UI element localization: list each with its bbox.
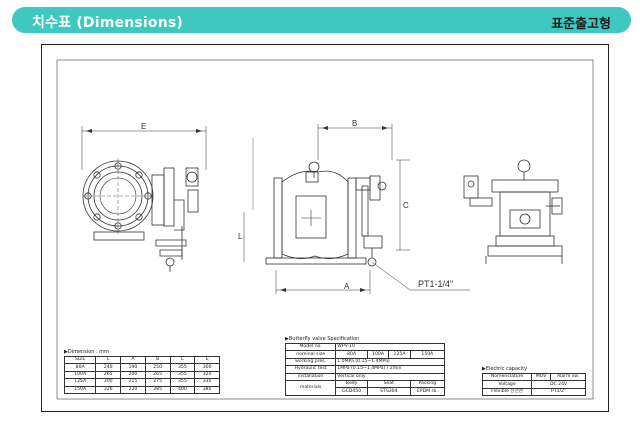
table-cell: 300 xyxy=(95,378,122,387)
electric-table-caption: ▶Electric capacity xyxy=(482,366,528,372)
table-cell: 150A xyxy=(63,385,97,394)
valve-front-view xyxy=(81,126,207,272)
table-header-cell: Alarm sw. xyxy=(550,372,586,382)
table-cell: GCD450 xyxy=(335,387,368,396)
table-cell: PT1/2" xyxy=(531,387,586,397)
table-cell: 100A xyxy=(63,370,97,380)
table-header-cell: B xyxy=(144,355,171,365)
table-cell: 380 xyxy=(194,385,220,394)
table-cell: 220 xyxy=(120,385,146,394)
table-cell: Seat xyxy=(366,379,411,389)
dim-label-c: C xyxy=(403,201,409,210)
table-cell: 240 xyxy=(95,363,122,372)
table-cell: Flexible 전선관 xyxy=(481,387,533,397)
table-cell: Vertical only xyxy=(335,372,445,381)
table-cell: Voltage xyxy=(481,380,533,389)
inner-border xyxy=(56,59,594,400)
table-cell: Packing xyxy=(409,379,446,389)
electric-table: Nomenclature MOV Alarm sw. Voltage DC 24… xyxy=(481,372,586,397)
table-cell: 300 xyxy=(194,363,220,372)
table-header-cell: Nomenclature xyxy=(481,372,533,382)
table-cell: Hydraulic test xyxy=(284,365,337,374)
table-cell: 100A xyxy=(366,350,390,359)
pt-thread-label: PT1-1/4" xyxy=(418,279,454,289)
dimension-table: SIZE L A B C E 80A 240 190 250 355 300 1… xyxy=(63,355,220,394)
spec-table: Model no. WPV-10 nominal size 80A 100A 1… xyxy=(284,342,446,396)
table-row: 150A 326 220 285 400 380 xyxy=(63,385,220,394)
table-cell: working pres. xyxy=(284,357,337,367)
table-cell: 265 xyxy=(144,370,171,380)
table-cell: materials xyxy=(284,379,337,396)
spec-table-caption: ▶Butterfly valve Specification xyxy=(285,336,360,342)
dim-label-b: B xyxy=(352,119,358,128)
table-row: 125A 300 215 275 355 330 xyxy=(63,378,220,387)
table-cell: WPV-10 xyxy=(335,342,445,352)
dim-label-a: A xyxy=(344,282,350,291)
table-row: Hydraulic test 1MPa (0.15~1.4MPa) / 2min xyxy=(284,365,445,374)
valve-rear-view xyxy=(463,159,563,264)
table-cell: 265 xyxy=(95,370,122,380)
table-cell: 80A xyxy=(63,363,97,372)
table-row: GCD450 STS304 EPDM rb. xyxy=(286,387,446,396)
table-row: 80A 240 190 250 355 300 xyxy=(63,363,220,372)
valve-side-view xyxy=(243,124,470,294)
table-header-cell: E xyxy=(194,355,220,365)
table-header-cell: C xyxy=(169,355,196,365)
table-cell: 125A xyxy=(63,378,97,387)
table-cell: nominal size xyxy=(284,350,337,359)
dim-label-l: L xyxy=(238,232,243,241)
table-row: nominal size 80A 100A 125A 150A xyxy=(284,350,446,359)
table-cell: 150A xyxy=(409,350,446,359)
dim-label-e: E xyxy=(141,122,147,131)
table-cell: 326 xyxy=(95,385,122,394)
table-header-row: Nomenclature MOV Alarm sw. xyxy=(481,372,586,382)
table-cell: 1.0MPa (0.15~1.4MPa) xyxy=(335,357,445,367)
table-cell: 330 xyxy=(194,378,220,387)
table-cell: 400 xyxy=(169,385,196,394)
table-header-cell: MOV xyxy=(531,372,552,382)
section-type-label: 표준출고형 xyxy=(551,17,611,32)
table-cell: 200 xyxy=(120,370,146,380)
table-cell: 190 xyxy=(120,363,146,372)
table-row: Model no. WPV-10 xyxy=(284,342,445,352)
table-cell: 355 xyxy=(169,378,196,387)
table-cell: 250 xyxy=(144,363,171,372)
table-cell: 285 xyxy=(144,385,171,394)
table-cell: 80A xyxy=(335,350,368,359)
table-cell: Body xyxy=(335,379,368,389)
dimension-table-caption: ▶Dimension : mm xyxy=(64,349,110,355)
table-row: materials Body Seat Packing xyxy=(284,379,446,396)
table-cell: 215 xyxy=(120,378,146,387)
table-row: Flexible 전선관 PT1/2" xyxy=(481,387,586,397)
table-cell: 275 xyxy=(144,378,171,387)
table-cell: 125A xyxy=(388,350,411,359)
section-header-bar: 치수표 (Dimensions) 표준출고형 xyxy=(12,7,631,33)
table-header-cell: L xyxy=(95,355,122,365)
table-row: working pres. 1.0MPa (0.15~1.4MPa) xyxy=(284,357,445,367)
table-cell: Model no. xyxy=(284,342,337,352)
table-cell: EPDM rb. xyxy=(409,387,446,396)
table-cell: 355 xyxy=(169,363,196,372)
table-row: Voltage DC 24V xyxy=(481,380,586,389)
table-header-row: SIZE L A B C E xyxy=(63,355,220,365)
table-row: 100A 265 200 265 355 320 xyxy=(63,370,220,380)
section-title: 치수표 (Dimensions) xyxy=(32,15,184,31)
table-cell: DC 24V xyxy=(531,380,586,389)
table-cell: 1MPa (0.15~1.4MPa) / 2min xyxy=(335,365,445,374)
table-cell: STS304 xyxy=(366,387,411,396)
table-cell: 355 xyxy=(169,370,196,380)
table-cell: 320 xyxy=(194,370,220,380)
table-row: installation Vertical only xyxy=(284,372,445,381)
table-header-cell: A xyxy=(120,355,146,365)
table-header-cell: SIZE xyxy=(63,355,97,365)
table-cell: installation xyxy=(284,372,337,381)
